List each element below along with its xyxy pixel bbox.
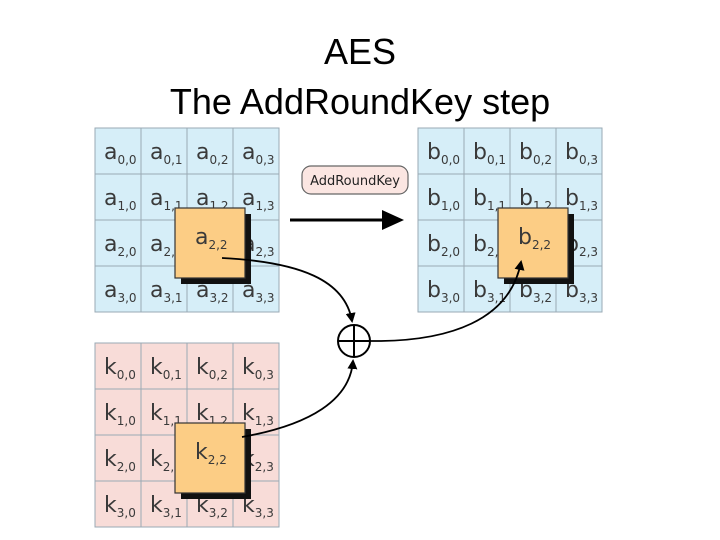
matrix-cell-label: b0,3 [565, 140, 598, 167]
matrix-cell: a3,0 [94, 265, 142, 313]
matrix-cell-label: k3,0 [104, 493, 136, 520]
matrix-cell: k0,2 [186, 342, 234, 390]
matrix-cell: b0,3 [555, 127, 603, 175]
matrix-cell-label: b0,0 [427, 140, 460, 167]
matrix-cell-label: a2,0 [104, 232, 137, 259]
matrix-cell-label: b3,3 [565, 278, 598, 305]
matrix-cell-label: a1,3 [242, 186, 275, 213]
matrix-cell-label: a1,0 [104, 186, 137, 213]
matrix-cell-label: a0,0 [104, 140, 137, 167]
matrix-cell: k0,1 [140, 342, 188, 390]
matrix-cell: b3,3 [555, 265, 603, 313]
matrix-cell: b0,2 [509, 127, 557, 175]
matrix-cell-label: k0,0 [104, 355, 136, 382]
matrix-cell: b1,0 [417, 173, 465, 221]
matrix-cell: k3,1 [140, 480, 188, 528]
matrix-cell-label: a3,3 [242, 278, 275, 305]
matrix-cell-label: b2,0 [427, 232, 460, 259]
matrix-cell-label: a3,2 [196, 278, 229, 305]
matrix-cell: b0,1 [463, 127, 511, 175]
matrix-cell: k0,3 [232, 342, 280, 390]
operation-label: AddRoundKey [310, 174, 400, 189]
matrix-cell: k2,0 [94, 434, 142, 482]
highlighted-cell: k2,2 [174, 422, 251, 499]
matrix-cell-label: k2,0 [104, 447, 136, 474]
title-line-1: AES [323, 31, 397, 72]
key-to-xor-arrow [241, 359, 358, 438]
matrix-cell: k0,0 [94, 342, 142, 390]
matrix-cell: b0,0 [417, 127, 465, 175]
highlighted-cell: a2,2 [174, 207, 251, 284]
matrix-cell-label: k0,1 [150, 355, 182, 382]
matrix-cell: a3,1 [140, 265, 188, 313]
state-to-xor-arrow [221, 257, 356, 323]
title-line-2: The AddRoundKey step [169, 81, 551, 122]
matrix-cell-label: a0,3 [242, 140, 275, 167]
right-arrow-icon [290, 210, 404, 230]
matrix-cell: a0,0 [94, 127, 142, 175]
matrix-cell-label: k0,2 [196, 355, 228, 382]
matrix-cell-label: b1,3 [565, 186, 598, 213]
matrix-cell-label: k3,2 [196, 493, 228, 520]
matrix-cell-label: k2,2 [195, 440, 227, 467]
matrix-cell-label: a0,2 [196, 140, 229, 167]
matrix-cell: a0,2 [186, 127, 234, 175]
matrix-cell: a1,0 [94, 173, 142, 221]
matrix-cell: b2,0 [417, 219, 465, 267]
matrix-cell-label: k1,3 [242, 401, 274, 428]
matrix-cell: a0,3 [232, 127, 280, 175]
xor-circle-icon [337, 324, 371, 358]
matrix-cell-label: k3,3 [242, 493, 274, 520]
matrix-cell-label: b0,1 [473, 140, 506, 167]
matrix-cell-label: k3,1 [150, 493, 182, 520]
matrix-cell-label: b3,2 [519, 278, 552, 305]
highlighted-cell: b2,2 [497, 207, 574, 284]
matrix-cell-label: b0,2 [519, 140, 552, 167]
matrix-cell: a2,0 [94, 219, 142, 267]
matrix-cell-label: b1,0 [427, 186, 460, 213]
matrix-cell: k3,0 [94, 480, 142, 528]
matrix-cell: a0,1 [140, 127, 188, 175]
matrix-cell: k1,0 [94, 388, 142, 436]
matrix-cell-label: k1,0 [104, 401, 136, 428]
matrix-cell-label: b2,2 [518, 225, 551, 252]
matrix-cell-label: k0,3 [242, 355, 274, 382]
matrix-cell: b3,0 [417, 265, 465, 313]
matrix-cell-label: a3,1 [150, 278, 183, 305]
matrix-cell-label: b3,0 [427, 278, 460, 305]
matrix-cell-label: a2,2 [195, 225, 228, 252]
matrix-cell-label: a3,0 [104, 278, 137, 305]
matrix-cell-label: a0,1 [150, 140, 183, 167]
xor-to-output-arrow [369, 260, 525, 342]
operation-label-box: AddRoundKey [301, 165, 409, 195]
